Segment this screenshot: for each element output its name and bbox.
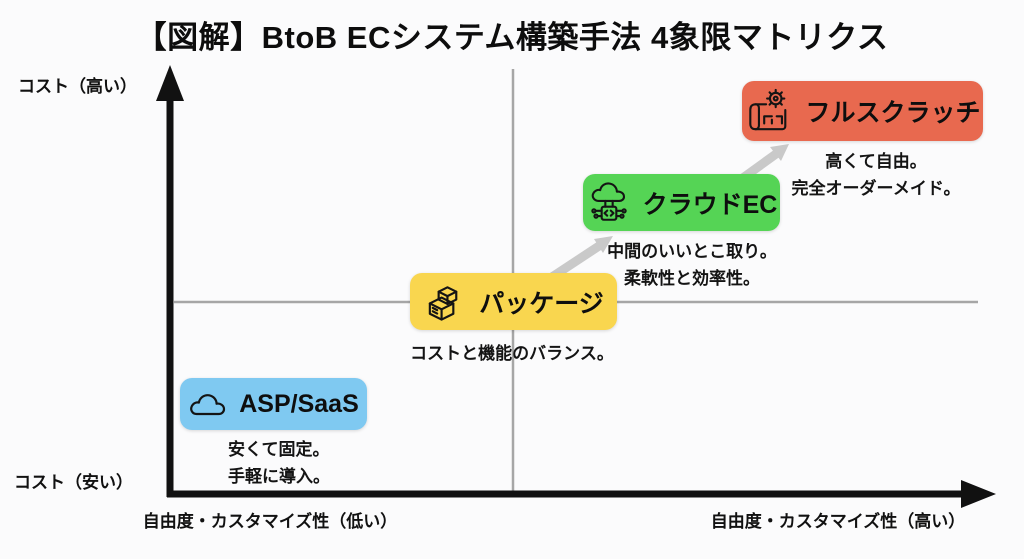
caption-cloud-ec: 中間のいいとこ取り。 柔軟性と効率性。 [542,238,842,292]
blueprint-gear-icon [744,88,794,134]
method-label: ASP/SaaS [239,389,359,418]
method-label: パッケージ [479,289,604,318]
caption-line: 中間のいいとこ取り。 [607,242,777,261]
y-axis [156,65,184,497]
caption-line: 柔軟性と効率性。 [624,269,760,288]
x-axis [167,480,996,508]
x-axis-label-high: 自由度・カスタマイズ性（高い） [710,512,966,531]
caption-package: コストと機能のバランス。 [362,340,662,367]
page-title: 【図解】BtoB ECシステム構築手法 4象限マトリクス [135,20,889,55]
method-label: クラウドEC [642,190,778,219]
method-box-full-scratch: フルスクラッチ [742,81,983,141]
y-axis-label-low: コスト（安い） [14,473,133,492]
stacked-boxes-icon [423,279,468,324]
caption-line: 手軽に導入。 [228,467,330,486]
method-label: フルスクラッチ [805,99,981,127]
x-axis-label-low: 自由度・カスタマイズ性（低い） [142,512,398,531]
method-box-cloud-ec: クラウドEC [583,174,780,231]
method-box-asp-saas: ASP/SaaS [180,378,367,430]
y-axis-label-high: コスト（高い） [18,77,137,96]
cloud-code-icon [586,181,632,225]
caption-line: 安くて固定。 [228,440,330,459]
caption-line: 完全オーダーメイド。 [791,179,961,198]
cloud-icon [188,391,228,418]
caption-full-scratch: 高くて自由。 完全オーダーメイド。 [726,148,1024,202]
x-axis-arrowhead [961,480,996,508]
caption-line: コストと機能のバランス。 [410,344,614,363]
caption-line: 高くて自由。 [825,152,927,171]
upgrade-arrow-package-to-cloudec [549,236,613,281]
method-box-package: パッケージ [410,273,617,330]
caption-asp-saas: 安くて固定。 手軽に導入。 [228,436,330,490]
y-axis-arrowhead [156,65,184,101]
